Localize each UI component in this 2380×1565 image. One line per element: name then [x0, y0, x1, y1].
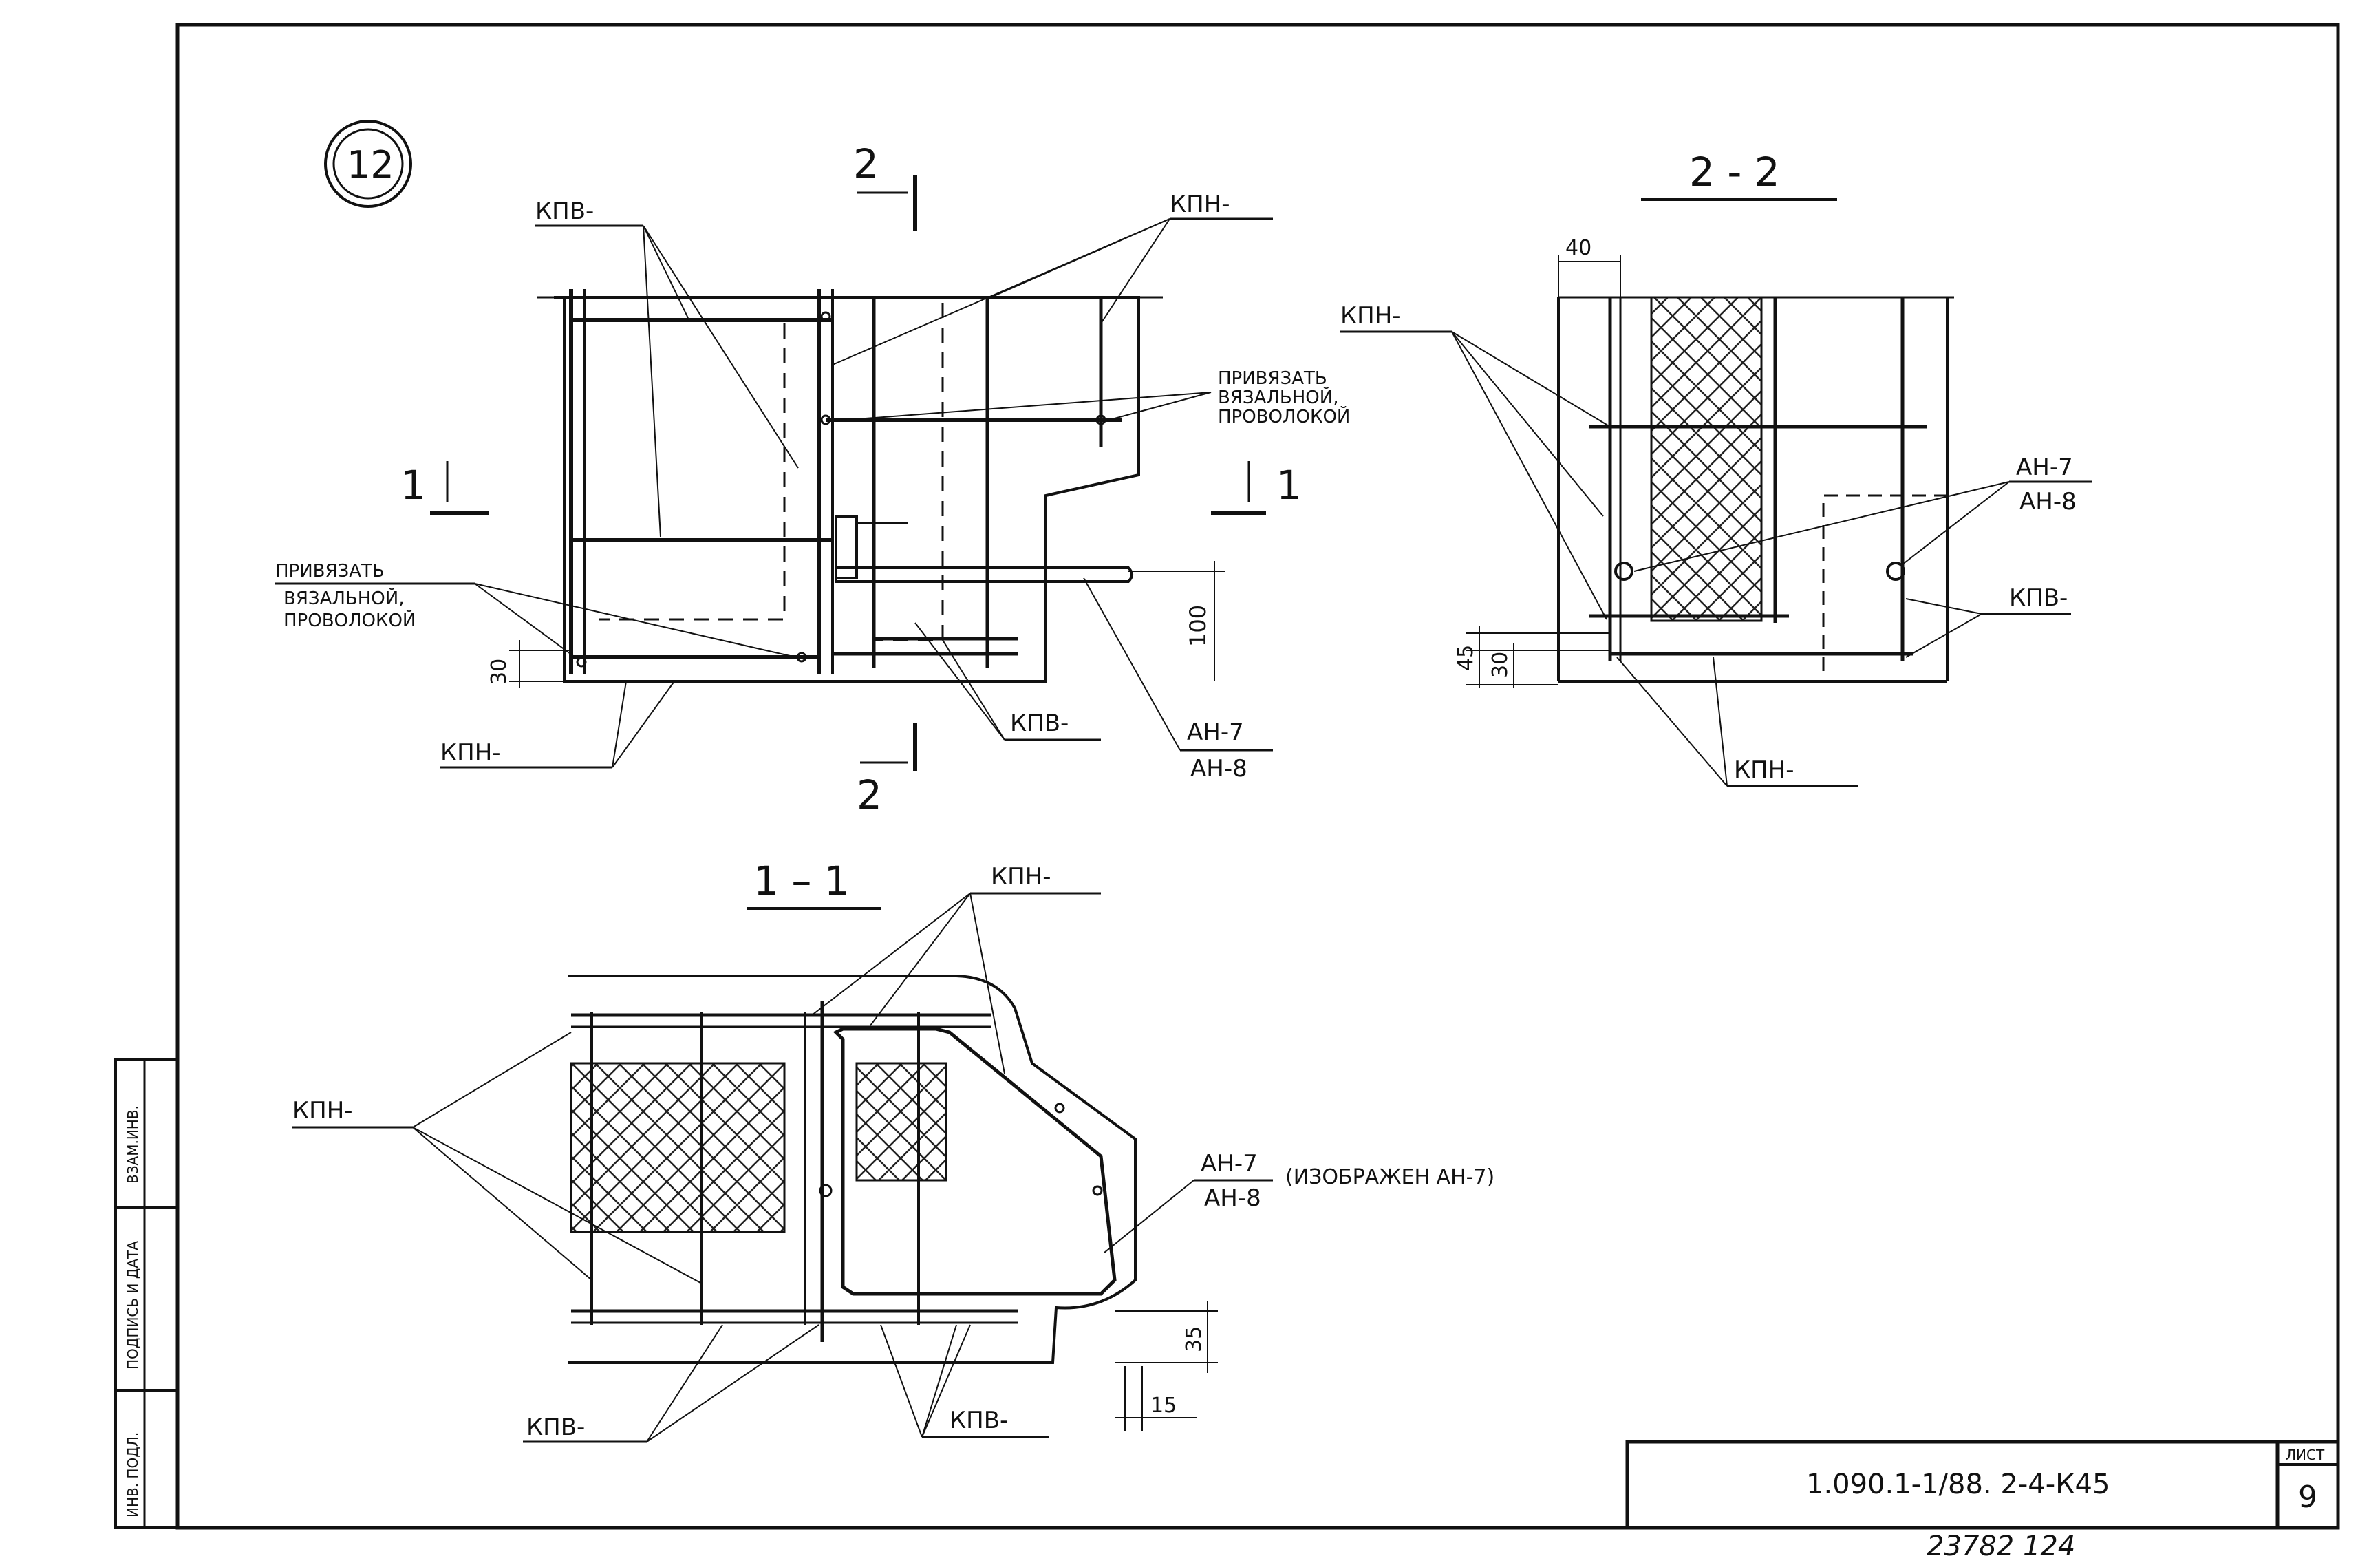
archive-number: 23782 124: [1927, 1531, 2075, 1562]
kpv-right-label-11: КПВ-: [950, 1407, 1008, 1434]
an8-label-11: АН-8: [1204, 1184, 1261, 1212]
stamp-podpis: ПОДПИСЬ И ДАТА: [125, 1241, 141, 1370]
section-2-2: 2 - 2 КПН- АН-7 АН-8 КПВ- КПН-: [1340, 149, 2092, 787]
insulation-hatch-11a: [570, 1062, 786, 1233]
main-view: КПВ- КПН- ПРИВЯЗАТЬ ВЯЗАЛЬНОЙ, ПРОВОЛОКО…: [275, 140, 1350, 818]
kpv-bottom-label: КПВ-: [1010, 710, 1069, 737]
title-block: 1.090.1-1/88. 2-4-К45 ЛИСТ 9: [1625, 1440, 2340, 1530]
section-1-left-mark: 1: [400, 462, 426, 509]
section-2-top-mark: 2: [853, 140, 879, 187]
kpn-bottom-label-22: КПН-: [1734, 756, 1794, 784]
an7-note-11: (ИЗОБРАЖЕН АН-7): [1285, 1165, 1494, 1189]
insulation-hatch-22: [1650, 296, 1763, 622]
tie-note-left-2: ВЯЗАЛЬНОЙ,: [283, 587, 404, 609]
sheet-label: ЛИСТ: [2286, 1447, 2325, 1463]
section-1-1-title: 1 – 1: [753, 858, 850, 904]
kpn-bottom-label: КПН-: [440, 739, 501, 767]
section-2-bottom-mark: 2: [857, 771, 882, 818]
sheet-marker: 12: [324, 120, 412, 208]
tie-note-right-1: ПРИВЯЗАТЬ: [1218, 368, 1327, 389]
tie-note-left-1: ПРИВЯЗАТЬ: [275, 561, 385, 582]
tie-note-right-3: ПРОВОЛОКОЙ: [1218, 405, 1350, 427]
section-2-2-title: 2 - 2: [1689, 149, 1780, 195]
dim-15-11: 15: [1150, 1394, 1177, 1418]
section-1-1: 1 – 1 КПН- КПН- АН-7 АН-8 (ИЗОБРАЖЕН АН-…: [292, 858, 1494, 1443]
kpn-top-label: КПН-: [1170, 191, 1230, 218]
kpv-top-label: КПВ-: [535, 198, 594, 225]
dim-45-22: 45: [1454, 645, 1478, 671]
stamp-inv-podl: ИНВ. ПОДЛ.: [125, 1432, 141, 1518]
stamp-vzam: ВЗАМ.ИНВ.: [125, 1105, 141, 1184]
an8-label-22: АН-8: [2019, 488, 2077, 515]
an7-label: АН-7: [1187, 718, 1244, 746]
kpv-left-label-11: КПВ-: [526, 1414, 585, 1441]
dim-30-main: 30: [487, 659, 511, 685]
an7-label-11: АН-7: [1201, 1150, 1258, 1178]
dim-35-11: 35: [1182, 1326, 1206, 1352]
kpn-top-label-22: КПН-: [1340, 302, 1401, 330]
side-stamp: ИНВ. ПОДЛ. ПОДПИСЬ И ДАТА ВЗАМ.ИНВ.: [114, 1058, 179, 1529]
section-1-right-mark: 1: [1276, 462, 1302, 509]
kpv-label-22: КПВ-: [2009, 584, 2068, 612]
kpn-top-label-11: КПН-: [991, 863, 1051, 891]
dim-100-main: 100: [1185, 605, 1211, 647]
dim-40-22: 40: [1565, 236, 1591, 260]
sheet-marker-number: 12: [347, 143, 394, 187]
sheet-frame: [175, 23, 2340, 1530]
doc-code: 1.090.1-1/88. 2-4-К45: [1806, 1469, 2110, 1500]
tie-note-left-3: ПРОВОЛОКОЙ: [283, 609, 416, 631]
sheet-number: 9: [2298, 1480, 2317, 1515]
tie-note-right-2: ВЯЗАЛЬНОЙ,: [1218, 386, 1338, 408]
kpn-left-label-11: КПН-: [292, 1097, 353, 1125]
an8-label: АН-8: [1190, 755, 1247, 782]
an7-label-22: АН-7: [2016, 454, 2073, 481]
insulation-hatch-11b: [855, 1062, 947, 1182]
dim-30-22: 30: [1488, 652, 1512, 678]
